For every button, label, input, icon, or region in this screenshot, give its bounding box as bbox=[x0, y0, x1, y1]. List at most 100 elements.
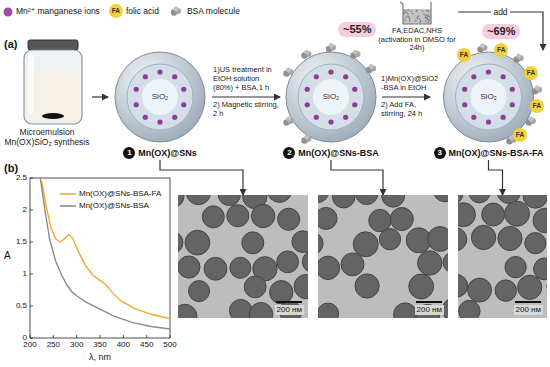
legend-line bbox=[60, 193, 76, 195]
fa-badge: FA bbox=[494, 43, 508, 57]
nanoparticle bbox=[218, 195, 241, 206]
scale-label: 200 нм bbox=[514, 305, 544, 315]
mn-ion-sample bbox=[4, 8, 13, 17]
nanoparticle bbox=[230, 257, 251, 278]
plot-frame bbox=[30, 178, 170, 338]
label: 250 bbox=[47, 340, 60, 350]
nanoparticle bbox=[394, 303, 417, 318]
nanoparticle bbox=[292, 231, 308, 253]
mn-ion bbox=[172, 115, 177, 120]
fa-badge: FA bbox=[524, 66, 538, 80]
label: 200 bbox=[23, 340, 36, 350]
legend-swatch bbox=[60, 204, 76, 208]
label: 2) Add FA, stirring, 24 h bbox=[381, 101, 439, 119]
legend-text: Mn²⁺ manganese ions bbox=[16, 6, 100, 17]
mn-ion bbox=[501, 74, 506, 79]
tem-background bbox=[318, 195, 448, 318]
nanoparticle bbox=[185, 230, 210, 255]
nanoparticle bbox=[409, 274, 434, 299]
bsa-molecule bbox=[480, 43, 485, 48]
powder-grain bbox=[419, 19, 421, 21]
nanoparticle bbox=[229, 299, 252, 318]
nanoparticle bbox=[353, 232, 378, 257]
mn-ion bbox=[305, 87, 310, 92]
powder-grain bbox=[428, 19, 430, 21]
mn-ion bbox=[172, 74, 177, 79]
fa-badge-text: FA bbox=[524, 66, 538, 80]
bsa-molecule bbox=[304, 50, 309, 55]
jar-illustration bbox=[2, 38, 92, 126]
powder-grain bbox=[405, 19, 407, 21]
label-text: FA bbox=[109, 4, 123, 18]
mn-ion bbox=[181, 102, 186, 107]
powder-grain bbox=[428, 21, 430, 23]
mn-ion bbox=[462, 87, 467, 92]
powder bbox=[403, 9, 431, 24]
label: λ, nm bbox=[89, 352, 111, 363]
mn-ion bbox=[157, 69, 162, 74]
legend-text: Mn(OX)@SNs-BSA bbox=[79, 201, 149, 211]
nanoparticle bbox=[277, 251, 299, 273]
step-number: 2 bbox=[283, 147, 295, 159]
powder-grain bbox=[418, 15, 420, 17]
nanoparticle bbox=[188, 281, 209, 302]
mn-ion bbox=[462, 102, 467, 107]
core-label-box: SiO₂ bbox=[108, 91, 212, 103]
powder-grain bbox=[424, 17, 426, 19]
label: 1 bbox=[23, 269, 27, 279]
legend-line bbox=[60, 205, 76, 207]
tem-micrograph bbox=[318, 195, 448, 318]
label: FA bbox=[109, 4, 123, 18]
nanoparticle bbox=[186, 195, 210, 205]
jar-lid bbox=[28, 40, 78, 50]
nanoparticle bbox=[498, 226, 522, 250]
nanoparticle bbox=[443, 252, 448, 273]
nanoparticle bbox=[302, 250, 308, 272]
powder-grain bbox=[423, 13, 425, 15]
powder-grain bbox=[420, 21, 422, 23]
bsa-molecule bbox=[329, 43, 334, 48]
particle-name: Mn(OX)@SNs-BSA bbox=[298, 147, 378, 159]
mn-ion bbox=[134, 102, 139, 107]
label-text: (a) bbox=[4, 38, 17, 51]
scale-label: 200 нм bbox=[275, 305, 305, 315]
powder-grain bbox=[425, 20, 427, 22]
mn-ion bbox=[305, 102, 310, 107]
powder-grain bbox=[422, 10, 424, 12]
node-text: Microemulsion Mn(OX)SiO₂ synthesis bbox=[2, 128, 92, 148]
mn-ion bbox=[181, 87, 186, 92]
fa-badge: FA bbox=[457, 48, 471, 62]
label-text: 2.5 bbox=[16, 173, 27, 183]
nanoparticle bbox=[428, 227, 448, 252]
edge-label: add bbox=[491, 7, 509, 18]
fa-badge: FA bbox=[513, 128, 527, 142]
mn-ion bbox=[134, 87, 139, 92]
powder-grain bbox=[406, 16, 408, 18]
beaker-glass bbox=[400, 2, 431, 24]
label-text: 350 bbox=[93, 340, 106, 350]
label-text: A bbox=[4, 250, 11, 262]
label: ~55% bbox=[338, 22, 376, 37]
caption-row: 2Mn(OX)@SNs-BSA bbox=[280, 147, 382, 159]
nanoparticle bbox=[318, 303, 339, 318]
nanoparticle bbox=[458, 203, 475, 227]
step-number: 1 bbox=[123, 147, 135, 159]
legend-swatch bbox=[168, 5, 184, 17]
fa-badge-text: FA bbox=[457, 48, 471, 62]
powder-grain bbox=[415, 20, 417, 22]
nanoparticle bbox=[505, 201, 530, 226]
mn-ion bbox=[510, 102, 515, 107]
nanoparticle bbox=[318, 256, 340, 279]
legend-entry: Mn²⁺ manganese ions bbox=[16, 6, 100, 17]
label-text: 450 bbox=[140, 340, 153, 350]
mn-ion bbox=[343, 74, 348, 79]
tem-image: 200 нм bbox=[458, 195, 547, 318]
label: 400 bbox=[117, 340, 130, 350]
label: 2.5 bbox=[16, 173, 27, 183]
legend-entry: BSA molecule bbox=[187, 6, 240, 17]
jar-caption: Microemulsion Mn(OX)SiO₂ synthesis bbox=[2, 128, 92, 148]
mn-ion bbox=[143, 115, 148, 120]
powder-grain bbox=[428, 16, 430, 18]
reagent-beaker: FA,EDAC,NHS (activation in DMSO for 24h) bbox=[376, 0, 458, 54]
